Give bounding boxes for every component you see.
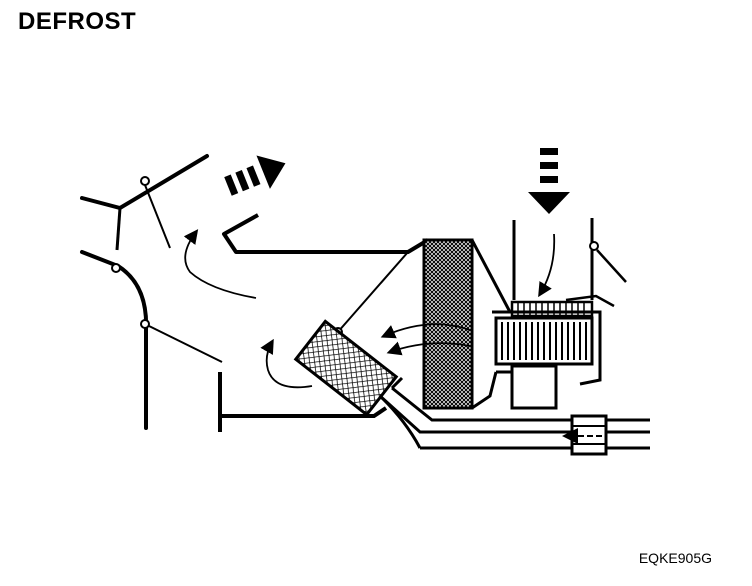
- heater-core: [296, 321, 396, 414]
- air-intake-duct: [514, 218, 626, 306]
- airflow-arrow-icon: [540, 234, 554, 294]
- blower-unit: [492, 302, 600, 408]
- airflow-arrow-icon: [185, 232, 256, 298]
- mode-door: [141, 320, 222, 362]
- vent-door-pivot: [112, 264, 120, 272]
- defrost-outlet-arrow-icon: [221, 147, 292, 204]
- figure-code: EQKE905G: [639, 550, 712, 566]
- defrost-outlet-duct: [82, 156, 207, 428]
- fresh-air-inlet-arrow-icon: [528, 148, 570, 214]
